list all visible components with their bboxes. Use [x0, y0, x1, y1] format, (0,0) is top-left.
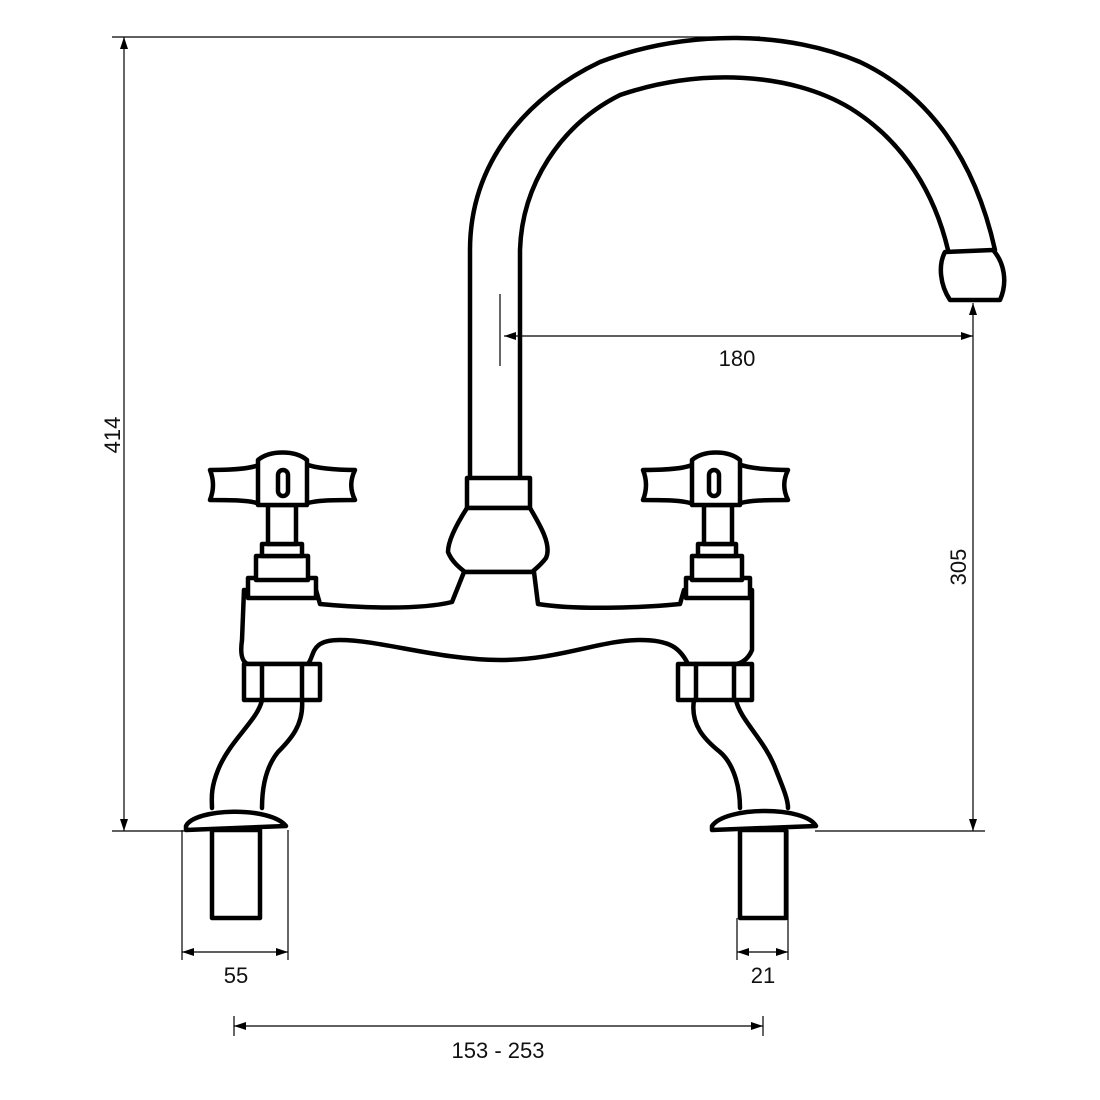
arrow-right: [276, 948, 288, 956]
right-valve-spindle: [701, 502, 735, 547]
label-shank-diameter: 21: [751, 963, 775, 988]
left-indicator-icon: [275, 467, 291, 499]
left-valve-nut: [253, 553, 311, 583]
dimension-lines: [112, 36, 985, 1036]
label-spout-reach: 180: [719, 346, 756, 371]
label-flange-diameter: 55: [224, 963, 248, 988]
arrow-down: [969, 819, 977, 831]
spout-outer-edge: [467, 35, 998, 481]
spout-nozzle: [938, 247, 1007, 303]
arrow-right: [961, 332, 973, 340]
bridge-body: [239, 569, 755, 667]
tap-outline: [183, 35, 1007, 921]
left-valve-spindle: [265, 502, 299, 547]
right-flange: [709, 808, 819, 833]
arrow-up: [120, 37, 128, 49]
dimension-labels: 414 305 180 55 21 153 - 253: [100, 346, 971, 1063]
left-union-nut: [241, 661, 323, 703]
left-leg-pipe: [209, 697, 305, 811]
label-total-height: 414: [100, 417, 125, 454]
arrow-left: [182, 948, 194, 956]
arrow-left: [234, 1022, 246, 1030]
left-flange: [183, 809, 289, 833]
right-valve-nut: [689, 553, 745, 583]
arrow-left: [737, 948, 749, 956]
right-shank: [737, 827, 789, 921]
right-indicator-icon: [706, 467, 722, 499]
arrow-right: [751, 1022, 763, 1030]
right-leg-pipe: [691, 697, 791, 811]
spout-shroud: [445, 505, 550, 575]
left-shank: [209, 827, 263, 921]
label-centres: 153 - 253: [452, 1038, 545, 1063]
arrow-up: [969, 303, 977, 315]
arrow-down: [120, 819, 128, 831]
arrow-right: [776, 948, 788, 956]
arrow-left: [504, 332, 516, 340]
spout-collar: [464, 475, 533, 511]
right-union-nut: [675, 661, 755, 703]
spout-inner-edge: [517, 75, 951, 481]
label-spout-height: 305: [946, 549, 971, 586]
